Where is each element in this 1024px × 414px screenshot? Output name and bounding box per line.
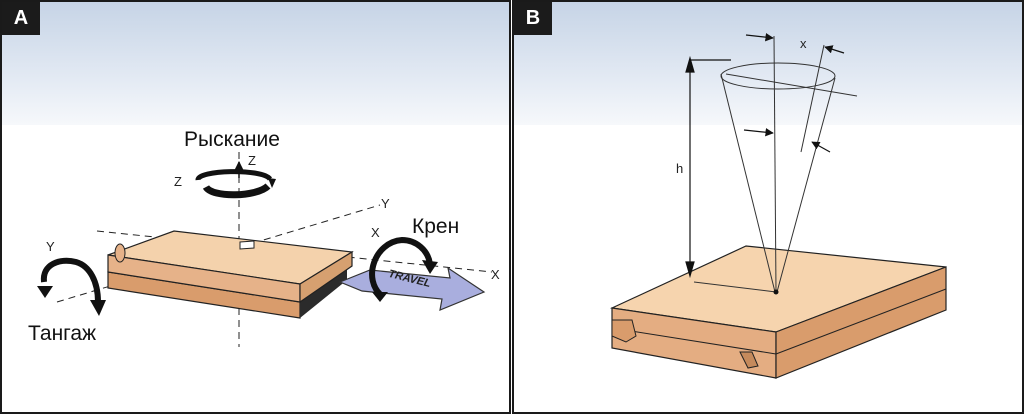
panel-a-tag: A: [2, 2, 40, 35]
axis-x-right-label: X: [491, 267, 500, 282]
pitch-rotation-arrow: [37, 257, 106, 316]
axis-z-left-label: Z: [174, 174, 182, 189]
panel-b-tag: B: [514, 2, 552, 35]
panel-a: A: [0, 0, 511, 414]
pitch-label: Тангаж: [28, 322, 97, 345]
h-dimension-arrow: [685, 55, 731, 279]
yaw-rotation-arrow: [195, 160, 276, 199]
h-label: h: [676, 161, 684, 176]
panel-b: B: [512, 0, 1024, 414]
x-label: x: [800, 36, 807, 51]
plate-block: [609, 245, 947, 379]
axis-x-mid-label: X: [371, 225, 380, 240]
focal-point: [773, 289, 779, 295]
carriage-block: [107, 230, 354, 319]
roll-rotation-arrow: [369, 236, 438, 302]
axis-y-left-label: Y: [46, 239, 55, 254]
roll-label: Крен: [412, 215, 460, 238]
travel-arrow: [338, 266, 486, 311]
axis-y-right-label: Y: [381, 196, 390, 211]
yaw-label: Рыскание: [184, 128, 280, 151]
laser-cone: [693, 35, 858, 293]
axis-z-top-label: Z: [248, 153, 256, 168]
motion-axes-diagram: [37, 152, 493, 347]
x-dimension-arrows: [743, 32, 845, 153]
sky-background: [2, 2, 509, 125]
laser-cone-diagram: [609, 32, 947, 379]
